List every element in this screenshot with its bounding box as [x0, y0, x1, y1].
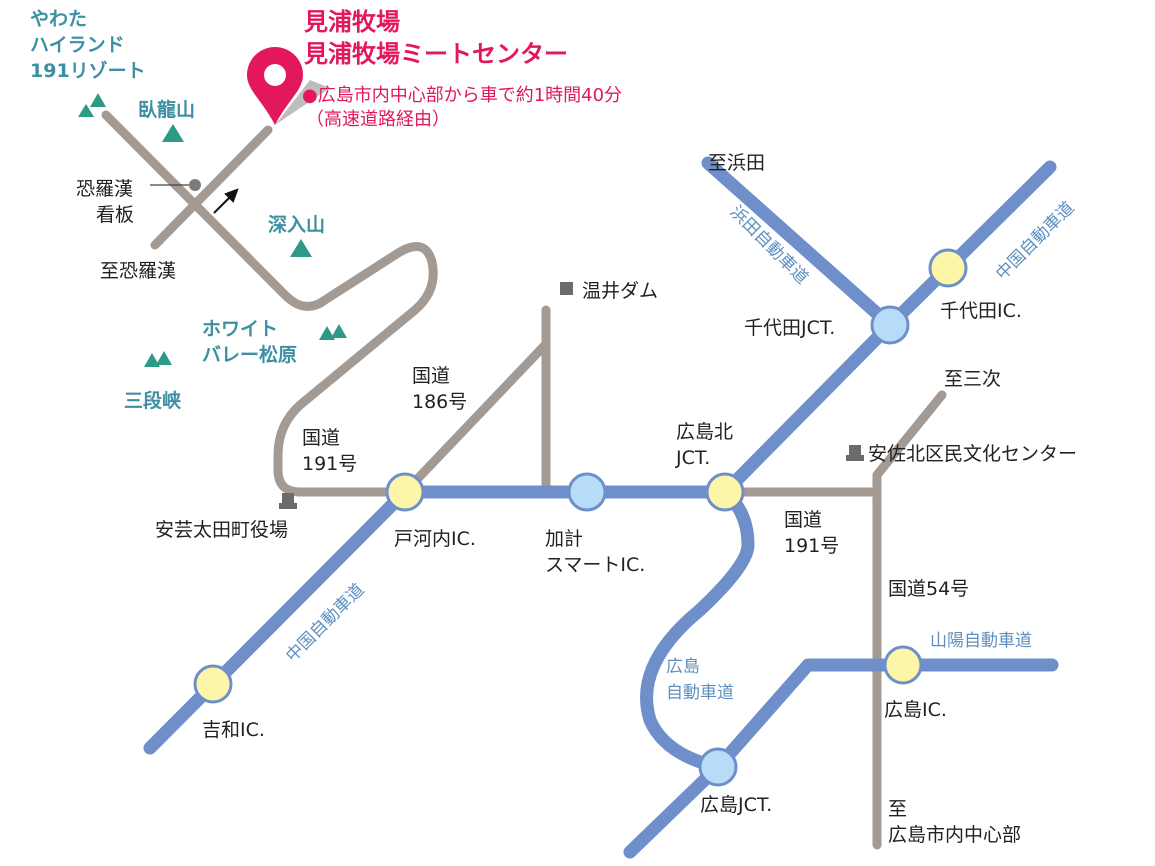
- white-valley-label-1: ホワイト: [202, 318, 279, 340]
- asakita-center-label: 安佐北区民文化センター: [868, 443, 1078, 465]
- hiroshima-jct-label: 広島JCT.: [700, 794, 773, 816]
- building-icon: [279, 493, 297, 509]
- road-to-kyorakan: [101, 110, 438, 497]
- to-miyoshi-label: 至三次: [944, 368, 1002, 390]
- hiroshima-expressway: [623, 485, 755, 859]
- hiroshima-kita-jct-marker: [705, 472, 745, 512]
- route186-label-2: 186号: [412, 391, 468, 413]
- hiroshima-kita-label-2: JCT.: [676, 447, 711, 469]
- mountain-icon: [162, 124, 184, 142]
- location-pin-icon: [247, 47, 330, 125]
- mountain-icon: [78, 93, 106, 117]
- route191-east-label-1: 国道: [784, 509, 823, 531]
- route191-east-label-2: 191号: [784, 535, 840, 557]
- hiroshima-kita-label-1: 広島北: [676, 421, 734, 443]
- route191-west-label-2: 191号: [302, 453, 358, 475]
- akiota-office-label: 安芸太田町役場: [155, 519, 289, 541]
- access-note: （高速道路経由）: [306, 109, 450, 130]
- nukui-dam-label: 温井ダム: [582, 280, 659, 302]
- to-hiroshima-center-label-1: 至: [888, 798, 908, 820]
- chiyoda-jct-label: 千代田JCT.: [744, 317, 836, 339]
- road-pin-spur: [150, 125, 273, 250]
- kakei-ic-marker: [567, 472, 607, 512]
- sanyo-expressway: [711, 658, 1059, 774]
- yoshiwa-ic-marker: [193, 664, 233, 704]
- yawata-label-3: 191リゾート: [30, 60, 146, 82]
- yawata-label-2: ハイランド: [30, 34, 125, 56]
- chiyoda-jct-marker: [870, 305, 910, 345]
- mountain-icon: [290, 239, 312, 257]
- landmark-dot-icon: [189, 179, 201, 191]
- chiyoda-ic-marker: [928, 248, 968, 288]
- kyorakan-sign-label-1: 恐羅漢: [76, 178, 134, 200]
- to-kyorakan-label: 至恐羅漢: [100, 260, 177, 282]
- mountain-icon: [144, 351, 172, 367]
- to-hiroshima-center-label-2: 広島市内中心部: [888, 824, 1022, 846]
- kakei-label-1: 加計: [545, 528, 584, 550]
- white-valley-label-2: バレー松原: [202, 344, 298, 366]
- tokochi-ic-label: 戸河内IC.: [394, 528, 476, 550]
- to-hamada-label: 至浜田: [708, 152, 766, 174]
- access-time: ●広島市内中心部から車で約1時間40分: [302, 85, 623, 106]
- hiroshima-ic-marker: [883, 645, 923, 685]
- building-icon: [560, 282, 573, 295]
- route54-label: 国道54号: [888, 578, 970, 600]
- hiroshima-ic-label: 広島IC.: [884, 699, 947, 721]
- arrow-icon: [213, 188, 239, 214]
- hamada-expressway: [701, 156, 897, 332]
- mountain-icon: [319, 324, 347, 340]
- destination-name: 見浦牧場: [304, 8, 400, 36]
- route186: [400, 340, 550, 497]
- yoshiwa-ic-label: 吉和IC.: [202, 719, 265, 741]
- tokochi-ic-marker: [385, 472, 425, 512]
- hiroshima-expwy-label-1: 広島: [666, 657, 700, 677]
- sanyo-expwy-label: 山陽自動車道: [930, 631, 1032, 651]
- chiyoda-ic-label: 千代田IC.: [940, 300, 1022, 322]
- route54: [872, 390, 947, 850]
- building-icon: [846, 445, 864, 461]
- garyuzan-label: 臥龍山: [138, 99, 196, 121]
- kakei-label-2: スマートIC.: [545, 554, 646, 576]
- hiroshima-jct-marker: [698, 747, 738, 787]
- destination-name-sub: 見浦牧場ミートセンター: [304, 40, 568, 68]
- sandankyo-label: 三段峡: [124, 390, 182, 412]
- shinnyuzan-label: 深入山: [268, 214, 326, 236]
- hiroshima-expwy-label-2: 自動車道: [666, 683, 734, 703]
- kyorakan-sign-label-2: 看板: [96, 204, 135, 226]
- yawata-label-1: やわた: [30, 8, 88, 30]
- route191-west-label-1: 国道: [302, 427, 341, 449]
- route186-label-1: 国道: [412, 365, 451, 387]
